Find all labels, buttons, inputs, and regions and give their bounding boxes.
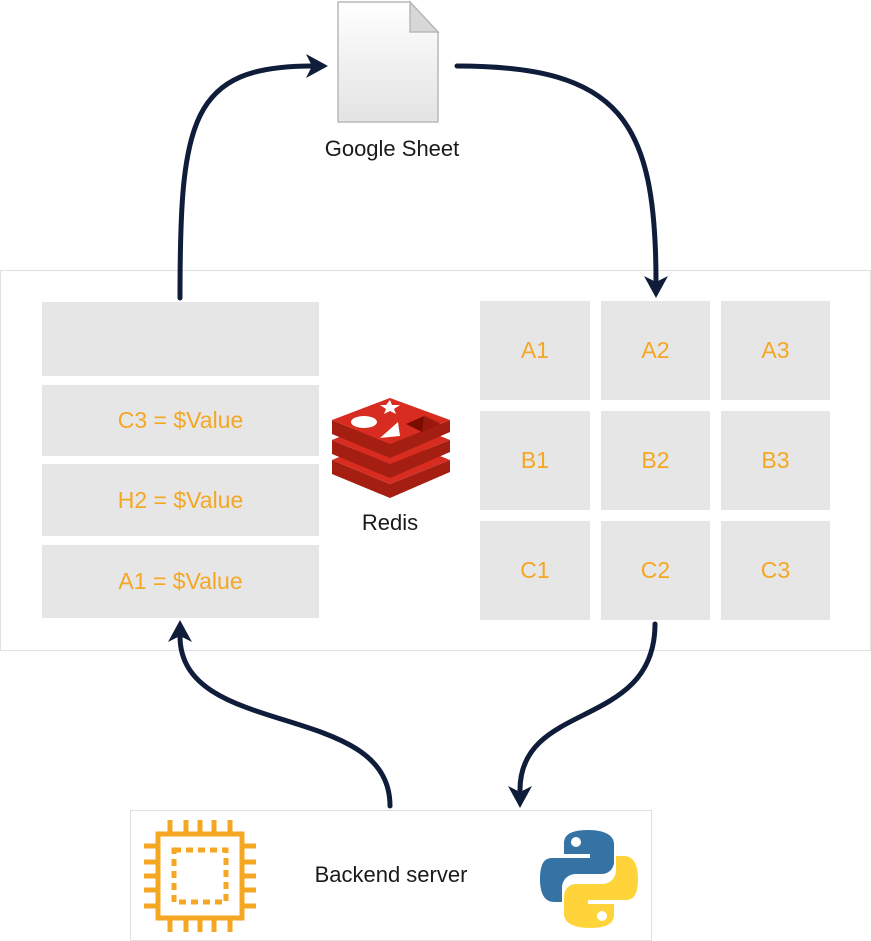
arrowhead-down-backend [508, 786, 532, 808]
arrowhead-right [306, 54, 328, 78]
python-logo-icon [540, 830, 638, 928]
cpu-icon [144, 820, 256, 932]
backend-server-label: Backend server [314, 862, 468, 887]
grid-cell: C1 [480, 521, 590, 620]
grid-cell: A3 [721, 301, 830, 400]
grid-cell: C2 [601, 521, 710, 620]
arrowhead-down [644, 276, 668, 298]
grid-cell: B2 [601, 411, 710, 510]
grid-cell: B1 [480, 411, 590, 510]
redis-label: Redis [361, 510, 419, 535]
arrow-backend-to-cache [177, 633, 393, 809]
document-icon [337, 0, 440, 123]
google-sheet-label: Google Sheet [324, 136, 460, 161]
arrow-cache-to-sheet [177, 63, 315, 301]
cache-list-item: C3 = $Value [42, 385, 319, 456]
arrow-sheet-to-grid [454, 63, 659, 285]
redis-logo-icon [332, 398, 450, 498]
cache-list-item: H2 = $Value [42, 464, 319, 536]
grid-cell: A1 [480, 301, 590, 400]
cache-list-item: A1 = $Value [42, 545, 319, 618]
cache-list-item [42, 302, 319, 376]
arrowhead-up [168, 620, 192, 642]
grid-cell: A2 [601, 301, 710, 400]
arrow-grid-to-backend [517, 621, 658, 793]
grid-cell: B3 [721, 411, 830, 510]
grid-cell: C3 [721, 521, 830, 620]
